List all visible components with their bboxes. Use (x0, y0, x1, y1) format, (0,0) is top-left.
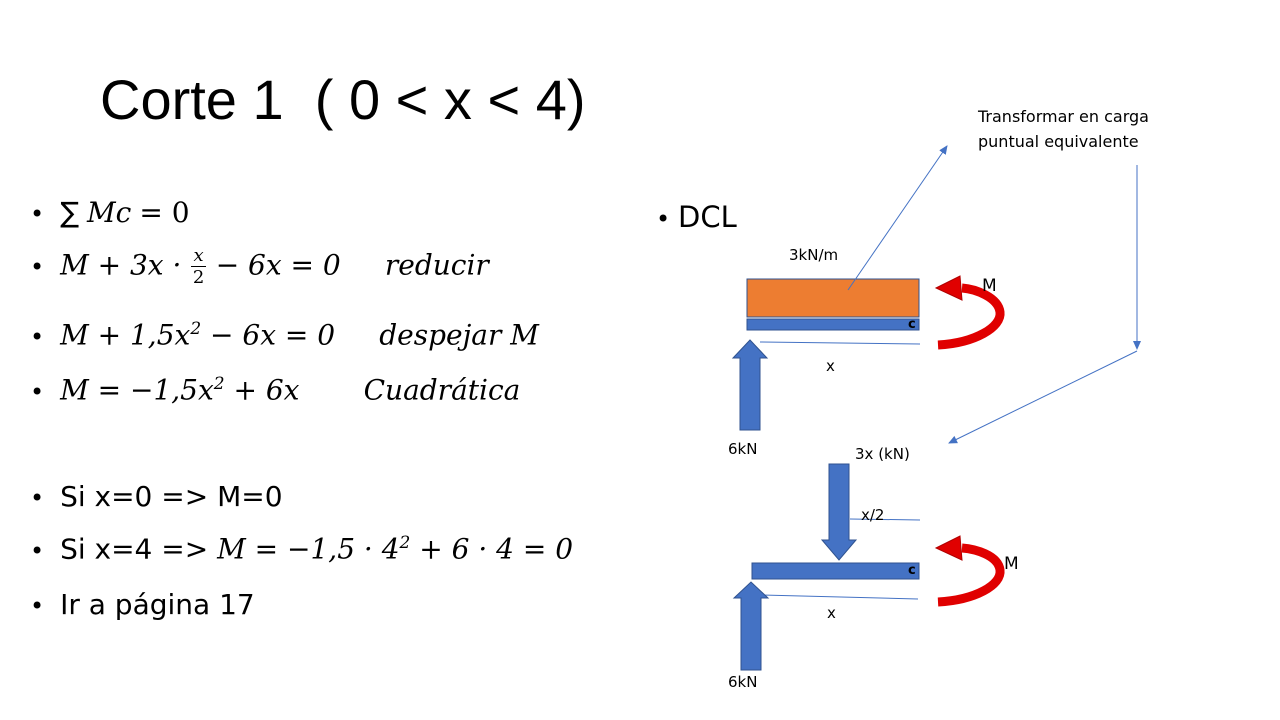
eq4-part1: M = −1,5x (60, 373, 214, 407)
reaction-label-bottom: 6kN (728, 673, 758, 691)
eq3-part2: − 6x = 0 (201, 318, 336, 352)
reaction-arrow-top (731, 339, 769, 431)
moment-arrowhead-top (934, 275, 963, 301)
check-x0: • Si x=0 => M=0 (30, 483, 283, 512)
sum-moments-rhs: = 0 (139, 196, 190, 229)
half-x-label: x/2 (861, 506, 885, 524)
page-link-text: Ir a página 17 (60, 588, 255, 621)
moment-arrowhead-bottom (934, 535, 963, 561)
eq2-fraction: x 2 (191, 245, 206, 288)
check-x4: • Si x=4 => M = −1,5 · 42 + 6 · 4 = 0 (30, 535, 573, 565)
point-c-label-top: c (908, 317, 916, 332)
dcl-heading: •DCL (656, 200, 737, 234)
check-x4-math-a: M = −1,5 · 4 (217, 532, 400, 566)
moment-arrow-top (937, 283, 1005, 350)
eq3-note: despejar M (379, 318, 539, 352)
reaction-label-top: 6kN (728, 440, 758, 458)
moment-label-top: M (982, 276, 997, 296)
dcl-heading-text: DCL (678, 200, 737, 234)
bullet-dot: • (30, 536, 45, 565)
check-x4-math-b: + 6 · 4 = 0 (410, 532, 574, 566)
reaction-arrow-bottom (732, 581, 770, 671)
eq2-frac-numerator: x (191, 245, 206, 267)
check-x4-exponent: 2 (399, 533, 411, 553)
page-link-item: • Ir a página 17 (30, 591, 255, 620)
sigma-symbol: ∑ (60, 196, 79, 229)
eq2-part1: M + 3x · (60, 248, 182, 282)
distributed-load-block (746, 278, 920, 318)
moment-label-bottom: M (1004, 554, 1019, 574)
equation-sum-moments: • ∑ Mc = 0 (30, 199, 190, 228)
annotation-arrow-left (948, 350, 1138, 444)
eq4-part2: + 6x (224, 373, 300, 407)
beam-top (746, 318, 920, 331)
bullet-dot: • (30, 592, 45, 620)
bullet-dot: • (30, 322, 45, 351)
x-label-bottom: x (827, 604, 836, 622)
eq2-part2: − 6x = 0 (215, 248, 341, 282)
eq3-part1: M + 1,5x (60, 318, 191, 352)
bullet-dot: • (656, 205, 671, 233)
equation-2: • M + 3x · x 2 − 6x = 0 reducir (30, 247, 489, 287)
bullet-dot: • (30, 484, 45, 512)
beam-bottom (751, 562, 920, 580)
x-dimension-line-top (759, 341, 921, 345)
point-c-label-bottom: c (908, 563, 916, 578)
equation-3: • M + 1,5x2 − 6x = 0 despejar M (30, 321, 539, 351)
point-load-arrow (820, 463, 858, 561)
slide-title: Corte 1 ( 0 < x < 4) (100, 68, 586, 131)
point-load-label: 3x (kN) (855, 445, 910, 463)
annotation-arrow-up (847, 145, 948, 291)
equation-4: • M = −1,5x2 + 6x Cuadrática (30, 376, 520, 406)
eq4-exponent: 2 (213, 374, 225, 394)
transform-note: Transformar en carga puntual equivalente (978, 107, 1149, 151)
eq4-note: Cuadrática (363, 373, 521, 407)
eq2-frac-denominator: 2 (192, 267, 205, 288)
distributed-load-label: 3kN/m (789, 246, 839, 264)
x-dimension-line-bottom (761, 594, 919, 600)
eq3-exponent: 2 (190, 319, 202, 339)
bullet-dot: • (30, 200, 45, 228)
x-label-top: x (826, 357, 835, 375)
sum-moments-lhs: Mc (87, 196, 132, 229)
eq2-note: reducir (384, 248, 489, 282)
half-x-dimension-line (849, 518, 921, 521)
moment-arrow-bottom (937, 543, 1005, 607)
check-x4-prefix: Si x=4 => (60, 532, 218, 566)
bullet-dot: • (30, 377, 45, 406)
check-x0-text: Si x=0 => M=0 (60, 480, 283, 513)
bullet-dot: • (30, 252, 45, 281)
